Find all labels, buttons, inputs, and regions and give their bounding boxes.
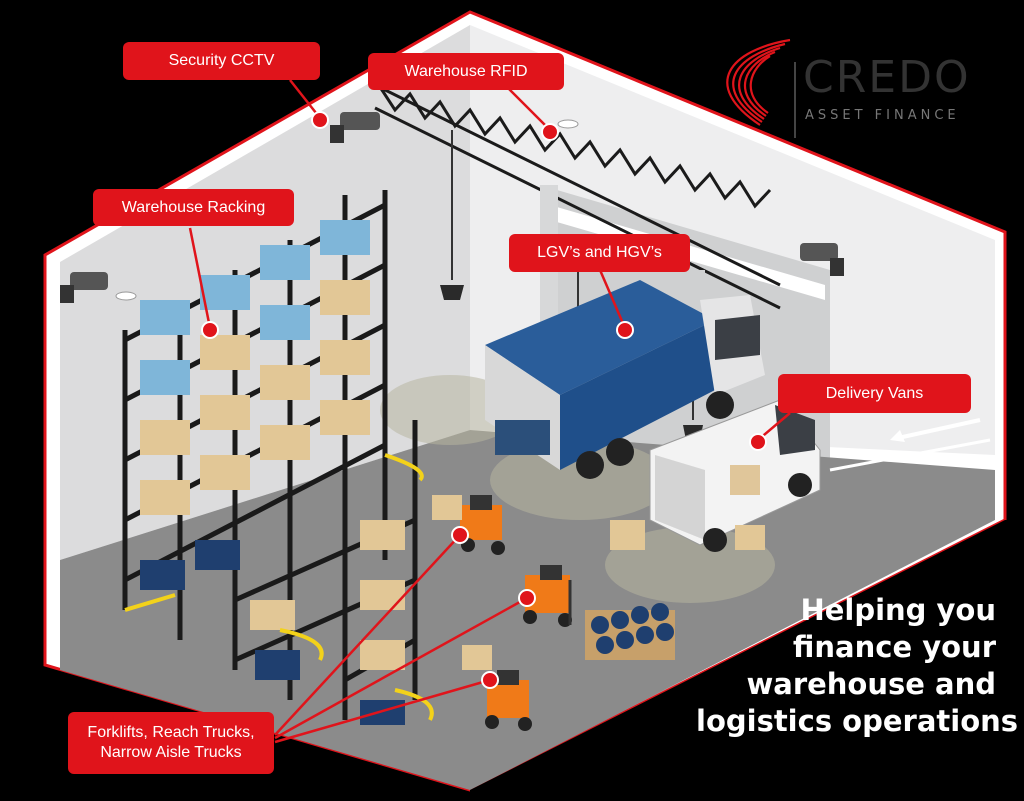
label-forklifts: Forklifts, Reach Trucks, Narrow Aisle Tr… [68, 712, 274, 774]
hgv-truck [485, 280, 765, 479]
forklift-1 [432, 495, 505, 555]
loose-box [610, 520, 645, 550]
callout-dots [201, 111, 767, 689]
loose-box [735, 525, 765, 550]
cctv-camera-right [800, 243, 844, 276]
rack-boxes [140, 220, 405, 725]
label-delivery-vans: Delivery Vans [778, 374, 971, 413]
tagline-line4: logistics operations [696, 704, 1019, 738]
crane-truss [374, 83, 781, 310]
tagline: Helping you finance your warehouse and l… [696, 592, 1019, 740]
tagline-line2: finance your [792, 630, 996, 664]
label-lgv-hgv: LGV’s and HGV’s [509, 234, 690, 272]
label-security-cctv: Security CCTV [123, 42, 320, 80]
credo-logo-icon [726, 38, 791, 126]
label-warehouse-racking: Warehouse Racking [93, 189, 294, 226]
floor-markings [124, 453, 434, 721]
label-warehouse-rfid: Warehouse RFID [368, 53, 564, 90]
dark-corner [470, 520, 1024, 801]
forklift-3 [462, 645, 532, 731]
cctv-camera-left [60, 272, 108, 303]
callout-leaders [188, 79, 791, 744]
tagline-line3: warehouse and [746, 667, 996, 701]
label-forklifts-line2: Narrow Aisle Trucks [100, 744, 242, 761]
logo-subtitle: ASSET FINANCE [805, 108, 960, 123]
delivery-van [649, 399, 821, 552]
logo-name: CREDO [803, 52, 971, 103]
label-forklifts-line1: Forklifts, Reach Trucks, [87, 724, 255, 741]
barrel-pallet [585, 603, 675, 660]
cctv-camera-top [330, 112, 380, 143]
tagline-line1: Helping you [800, 593, 996, 627]
